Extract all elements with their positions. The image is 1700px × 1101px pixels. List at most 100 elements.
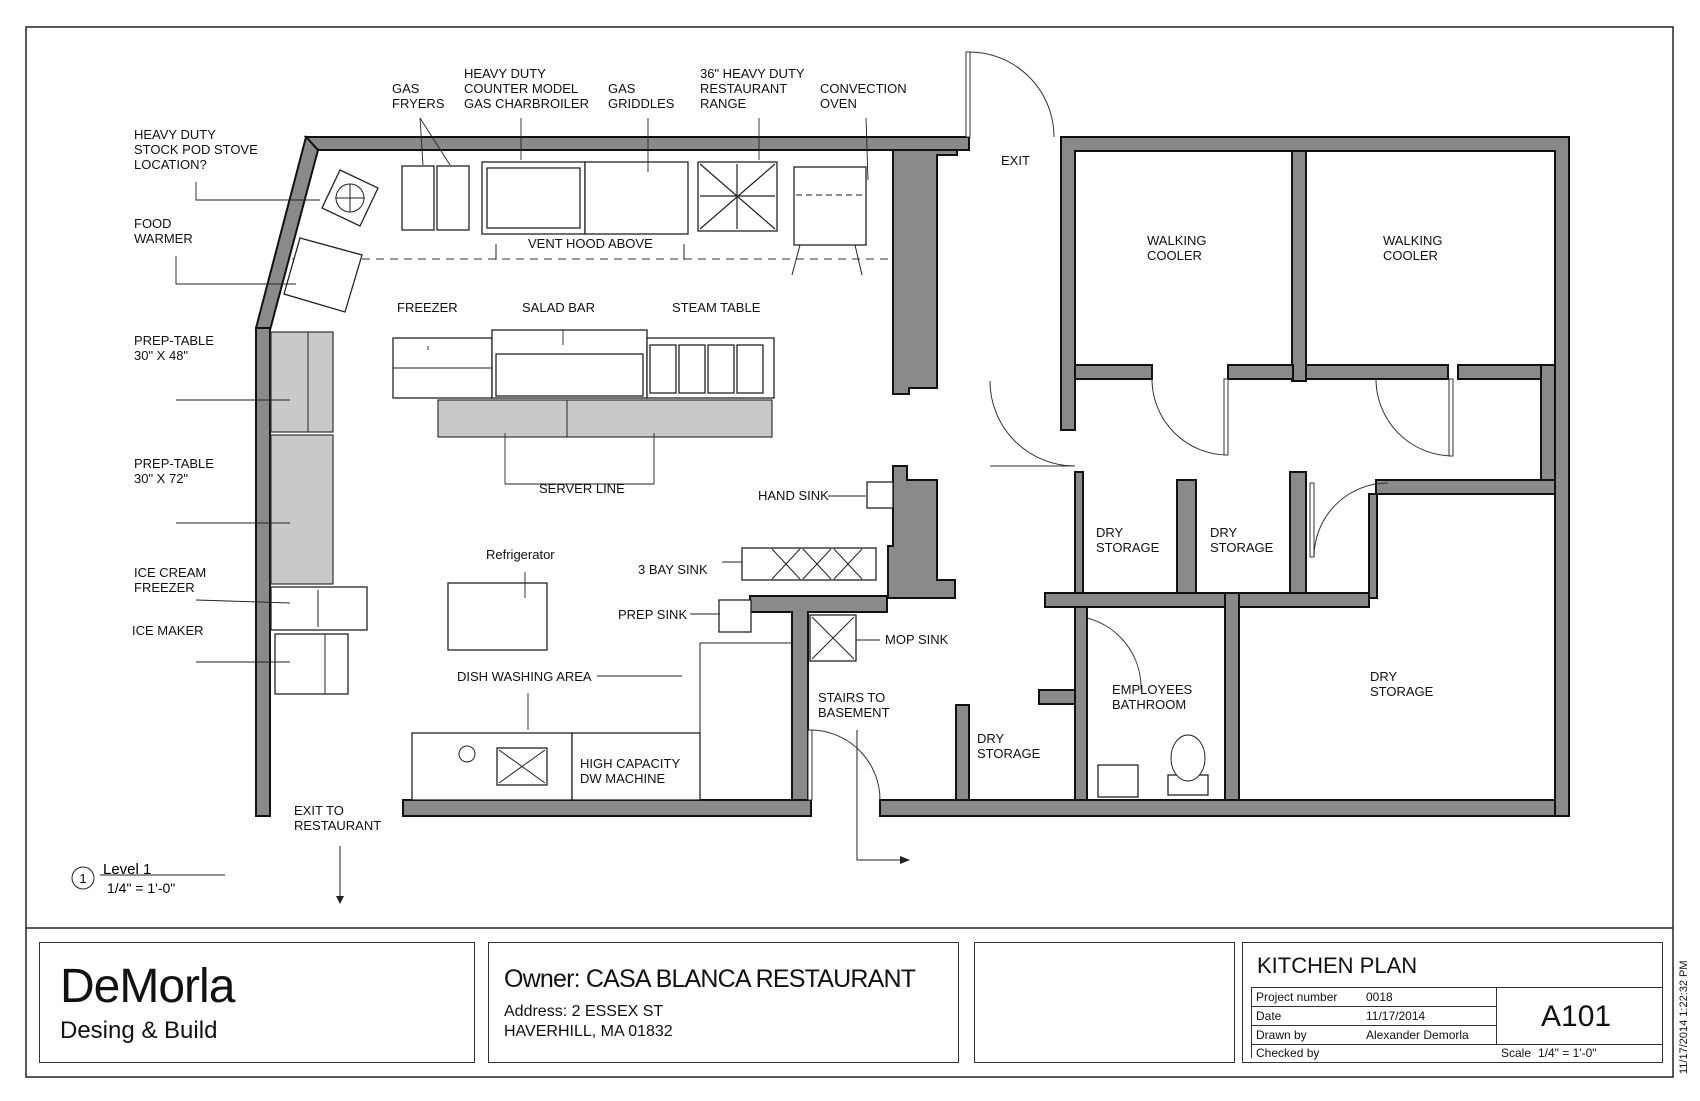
label-hand-sink: HAND SINK [758, 488, 829, 503]
label-server-line: SERVER LINE [539, 481, 625, 496]
label-food-warmer-l1: FOOD [134, 216, 172, 231]
label-ice-maker: ICE MAKER [132, 623, 204, 638]
label-vent-hood: VENT HOOD ABOVE [528, 236, 653, 251]
firm-box: DeMorla Desing & Build [39, 942, 475, 1063]
wall-bath-stub [1038, 689, 1076, 705]
date-value: 11/17/2014 [1366, 1009, 1426, 1023]
label-dry2-l2: STORAGE [1210, 540, 1274, 555]
label-cooler1-l2: COOLER [1147, 248, 1202, 263]
salad-bar [491, 329, 648, 399]
label-prep-sink: PREP SINK [618, 607, 687, 622]
wall-right-inner [1540, 364, 1556, 482]
project-info-grid: Project number 0018 Date 11/17/2014 Draw… [1251, 987, 1497, 1060]
label-prep72-l1: PREP-TABLE [134, 456, 214, 471]
label-dish-washing: DISH WASHING AREA [457, 669, 592, 684]
drawn-by-label: Drawn by [1256, 1028, 1307, 1042]
gas-fryer-1 [401, 165, 435, 231]
wall-central-l [749, 465, 956, 801]
label-griddles-l1: GAS [608, 81, 636, 96]
label-dry4-l1: DRY [977, 731, 1005, 746]
label-stock-pot-l3: LOCATION? [134, 157, 207, 172]
steam-table [646, 337, 775, 399]
door-dry-storage [1313, 482, 1389, 558]
label-exit-rest-l1: EXIT TO [294, 803, 344, 818]
wall-right-outer [1060, 136, 1570, 817]
wall-dry-right [1289, 471, 1307, 601]
wall-bottom-2 [879, 799, 1570, 817]
stairs-arrow [856, 730, 910, 864]
sheet-border [25, 26, 1674, 1078]
label-mop-sink: MOP SINK [885, 632, 949, 647]
door-stairs [810, 729, 881, 801]
project-number-value: 0018 [1366, 990, 1393, 1004]
ice-cream-freezer [270, 586, 368, 631]
label-dry4-l2: STORAGE [977, 746, 1041, 761]
wall-dry-mid [1176, 479, 1197, 601]
label-dry1-l2: STORAGE [1096, 540, 1160, 555]
wall-bath-left [1074, 606, 1088, 801]
label-dry3-l1: DRY [1370, 669, 1398, 684]
level-marker: 1 Level 1 1/4" = 1'-0" [71, 861, 175, 896]
label-griddles-l2: GRIDDLES [608, 96, 675, 111]
sheet-title: KITCHEN PLAN [1257, 953, 1418, 978]
label-freezer: FREEZER [397, 300, 458, 315]
sheet-info-box: KITCHEN PLAN Project number 0018 Date 11… [1242, 942, 1663, 1063]
label-charbroiler-l2: COUNTER MODEL [464, 81, 578, 96]
label-oven-l2: OVEN [820, 96, 857, 111]
refrigerator [447, 582, 548, 651]
mop-sink [809, 614, 857, 662]
label-dry2-l1: DRY [1210, 525, 1238, 540]
wall-dry-bottom [1044, 592, 1370, 608]
dish-sink-counter [411, 732, 573, 801]
toilet [1167, 734, 1209, 796]
wall-column-top [892, 149, 958, 395]
exit-restaurant-arrow [336, 846, 344, 904]
wall-dry-small-left [955, 704, 970, 801]
dish-counter [699, 642, 792, 733]
address-line1: Address: 2 ESSEX ST [504, 1003, 664, 1020]
wall-top [303, 136, 970, 151]
label-dw-l2: DW MACHINE [580, 771, 666, 786]
label-charbroiler-l3: GAS CHARBROILER [464, 96, 589, 111]
drawn-by-value: Alexander Demorla [1366, 1028, 1469, 1042]
date-label: Date [1256, 1009, 1282, 1023]
label-ice-cream-l1: ICE CREAM [134, 565, 206, 580]
ice-maker [274, 633, 349, 695]
wall-dry-left [1074, 471, 1084, 601]
leader-lines [100, 117, 880, 876]
label-exit: EXIT [1001, 153, 1030, 168]
scale-label: Scale [1501, 1046, 1532, 1060]
label-stairs-l2: BASEMENT [818, 705, 890, 720]
wall-cooler-bottom-3 [1305, 364, 1449, 380]
kitchen-walls [254, 134, 1570, 817]
label-dw-l1: HIGH CAPACITY [580, 756, 680, 771]
bathroom-sink [1097, 764, 1139, 798]
door-cooler-1 [1151, 378, 1229, 456]
level-name: Level 1 [103, 861, 151, 878]
firm-name: DeMorla [60, 960, 235, 1013]
wall-dry-big-left [1224, 592, 1240, 801]
prep-sink [718, 599, 752, 633]
label-prep48-l1: PREP-TABLE [134, 333, 214, 348]
door-exit [968, 51, 1055, 138]
stock-pot-stove [321, 169, 379, 227]
door-cooler-2 [1375, 378, 1454, 457]
label-oven-l1: CONVECTION [820, 81, 907, 96]
label-ice-cream-l2: FREEZER [134, 580, 195, 595]
label-stock-pot-l1: HEAVY DUTY [134, 127, 216, 142]
food-warmer [283, 237, 363, 313]
firm-tagline: Desing & Build [60, 1017, 218, 1044]
